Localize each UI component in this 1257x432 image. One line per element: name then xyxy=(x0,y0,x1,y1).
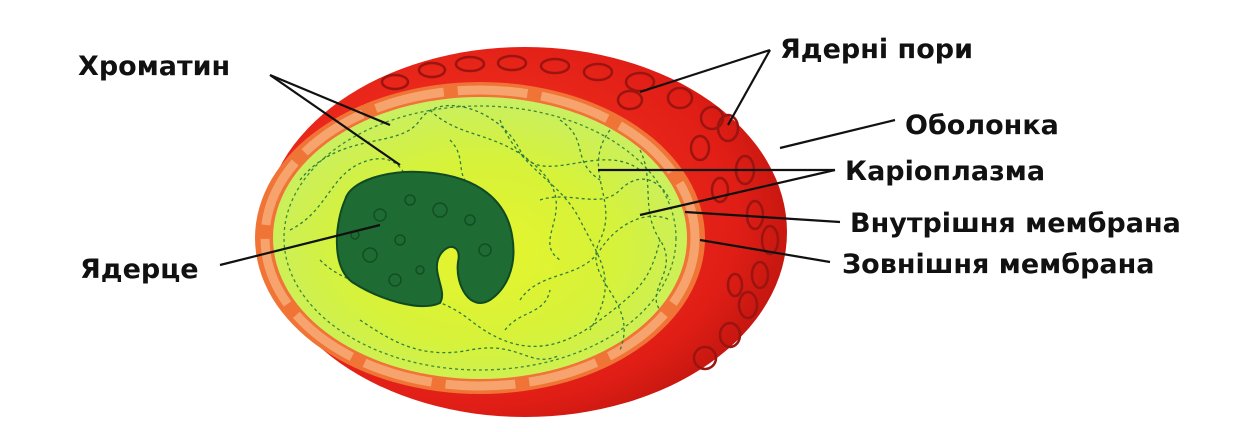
label-chromatin: Хроматин xyxy=(78,51,230,82)
label-envelope: Оболонка xyxy=(905,110,1059,141)
label-outer-membrane: Зовнішня мембрана xyxy=(842,249,1155,280)
label-karyoplasm: Каріоплазма xyxy=(845,156,1045,187)
label-inner-membrane: Внутрішня мембрана xyxy=(850,208,1181,239)
nucleolus-shape xyxy=(337,172,514,306)
label-nuclear-pores: Ядерні пори xyxy=(780,34,973,65)
leader-envelope xyxy=(780,120,895,148)
label-nucleolus: Ядерце xyxy=(80,254,199,285)
